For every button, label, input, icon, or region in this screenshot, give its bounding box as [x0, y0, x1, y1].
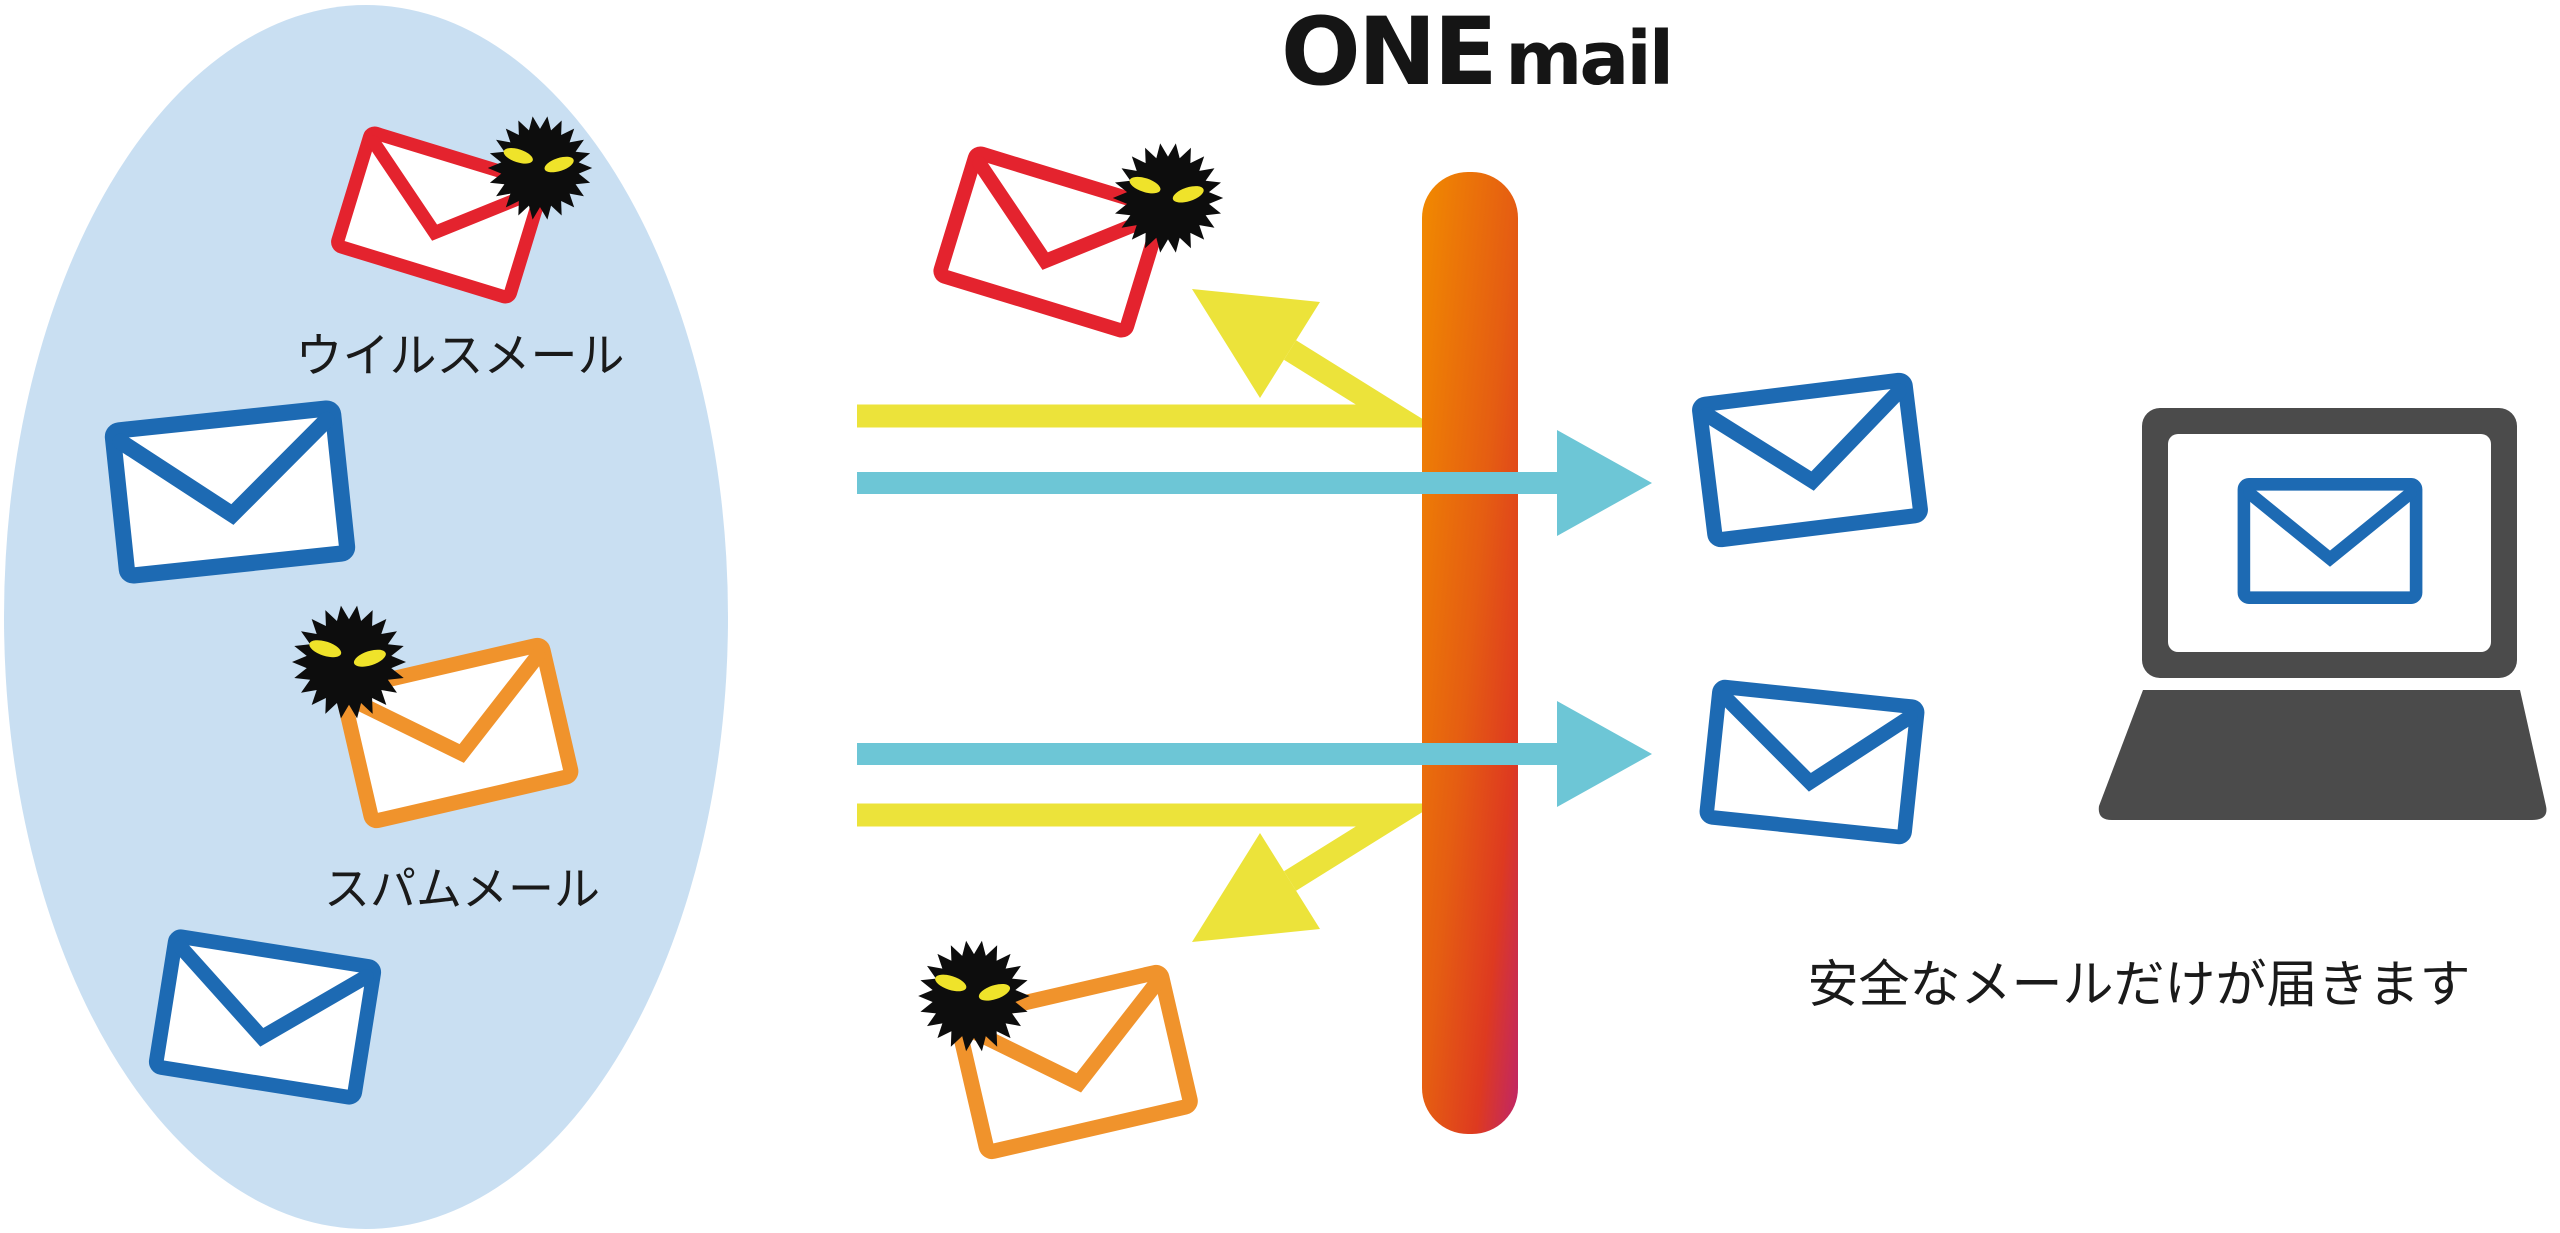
safe-envelope-icon	[155, 936, 374, 1098]
bounce-arrow-bottom-head-icon	[1192, 833, 1320, 942]
blocked-mail-zone	[918, 143, 1224, 1152]
virus-mail-label: ウイルスメール	[296, 329, 625, 382]
pass-arrow-bottom-icon	[857, 701, 1652, 807]
laptop-base	[2098, 690, 2547, 820]
safe-envelope-icon	[112, 408, 347, 576]
onemail-logo: ONE mail	[1281, 0, 1671, 107]
delivered-envelope-icon	[1706, 686, 1917, 837]
delivered-envelope-icon	[1699, 380, 1921, 541]
safe-mail-caption: 安全なメールだけが届きます	[1807, 956, 2470, 1013]
laptop-icon	[2098, 408, 2547, 820]
bounce-arrow-top-head-icon	[1192, 289, 1320, 398]
bounce-arrows	[857, 289, 1437, 942]
received-envelope-icon	[2244, 484, 2416, 597]
bounce-arrow-bottom-icon	[857, 803, 1437, 891]
incoming-mail-zone: ウイルスメール スパムメール	[4, 5, 728, 1229]
logo-mail: mail	[1505, 16, 1671, 102]
bounce-arrow-top-icon	[857, 340, 1437, 428]
mail-filter-bar	[1422, 172, 1518, 1134]
pass-arrows	[857, 430, 1652, 807]
spam-mail-label: スパムメール	[324, 863, 600, 915]
delivered-mail-zone: 安全なメールだけが届きます	[1699, 380, 2471, 1013]
pass-arrow-top-icon	[857, 430, 1652, 536]
logo-one: ONE	[1281, 0, 1495, 107]
